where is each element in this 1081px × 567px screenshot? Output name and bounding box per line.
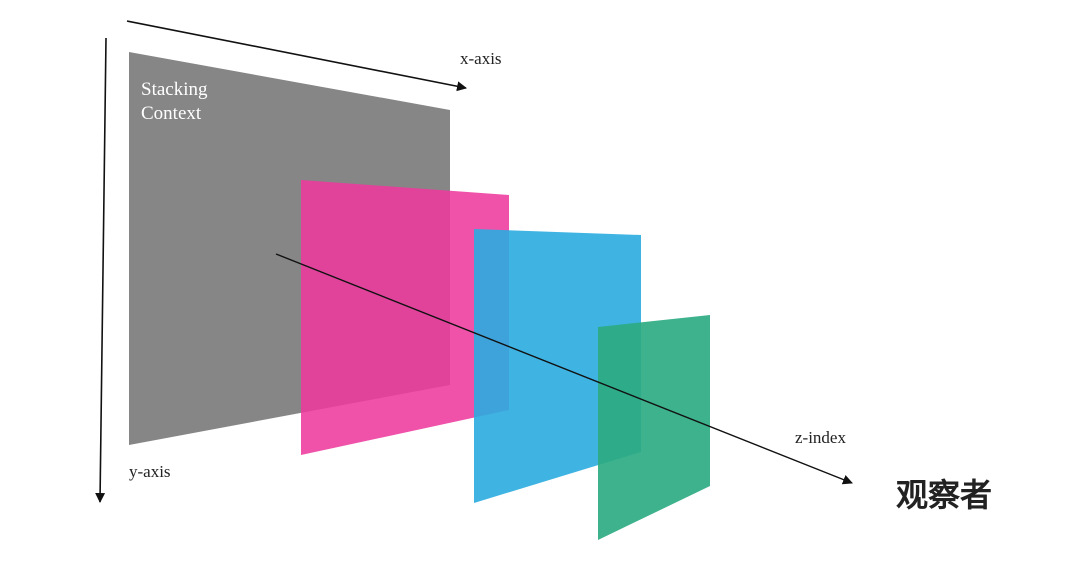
y-axis-arrow <box>95 37 107 503</box>
y-axis-label: y-axis <box>129 462 171 481</box>
x-axis-arrow <box>126 20 467 92</box>
observer-label: 观察者 <box>896 476 992 514</box>
z-index-arrow <box>275 253 853 485</box>
x-axis-label: x-axis <box>460 49 502 68</box>
z-index-label: z-index <box>795 428 846 447</box>
layer-plane-green <box>598 315 710 540</box>
layer-plane-pink <box>301 180 509 455</box>
stacking-context-title-line1: Stacking <box>141 79 208 100</box>
stacking-context-title-line2: Context <box>141 103 202 124</box>
